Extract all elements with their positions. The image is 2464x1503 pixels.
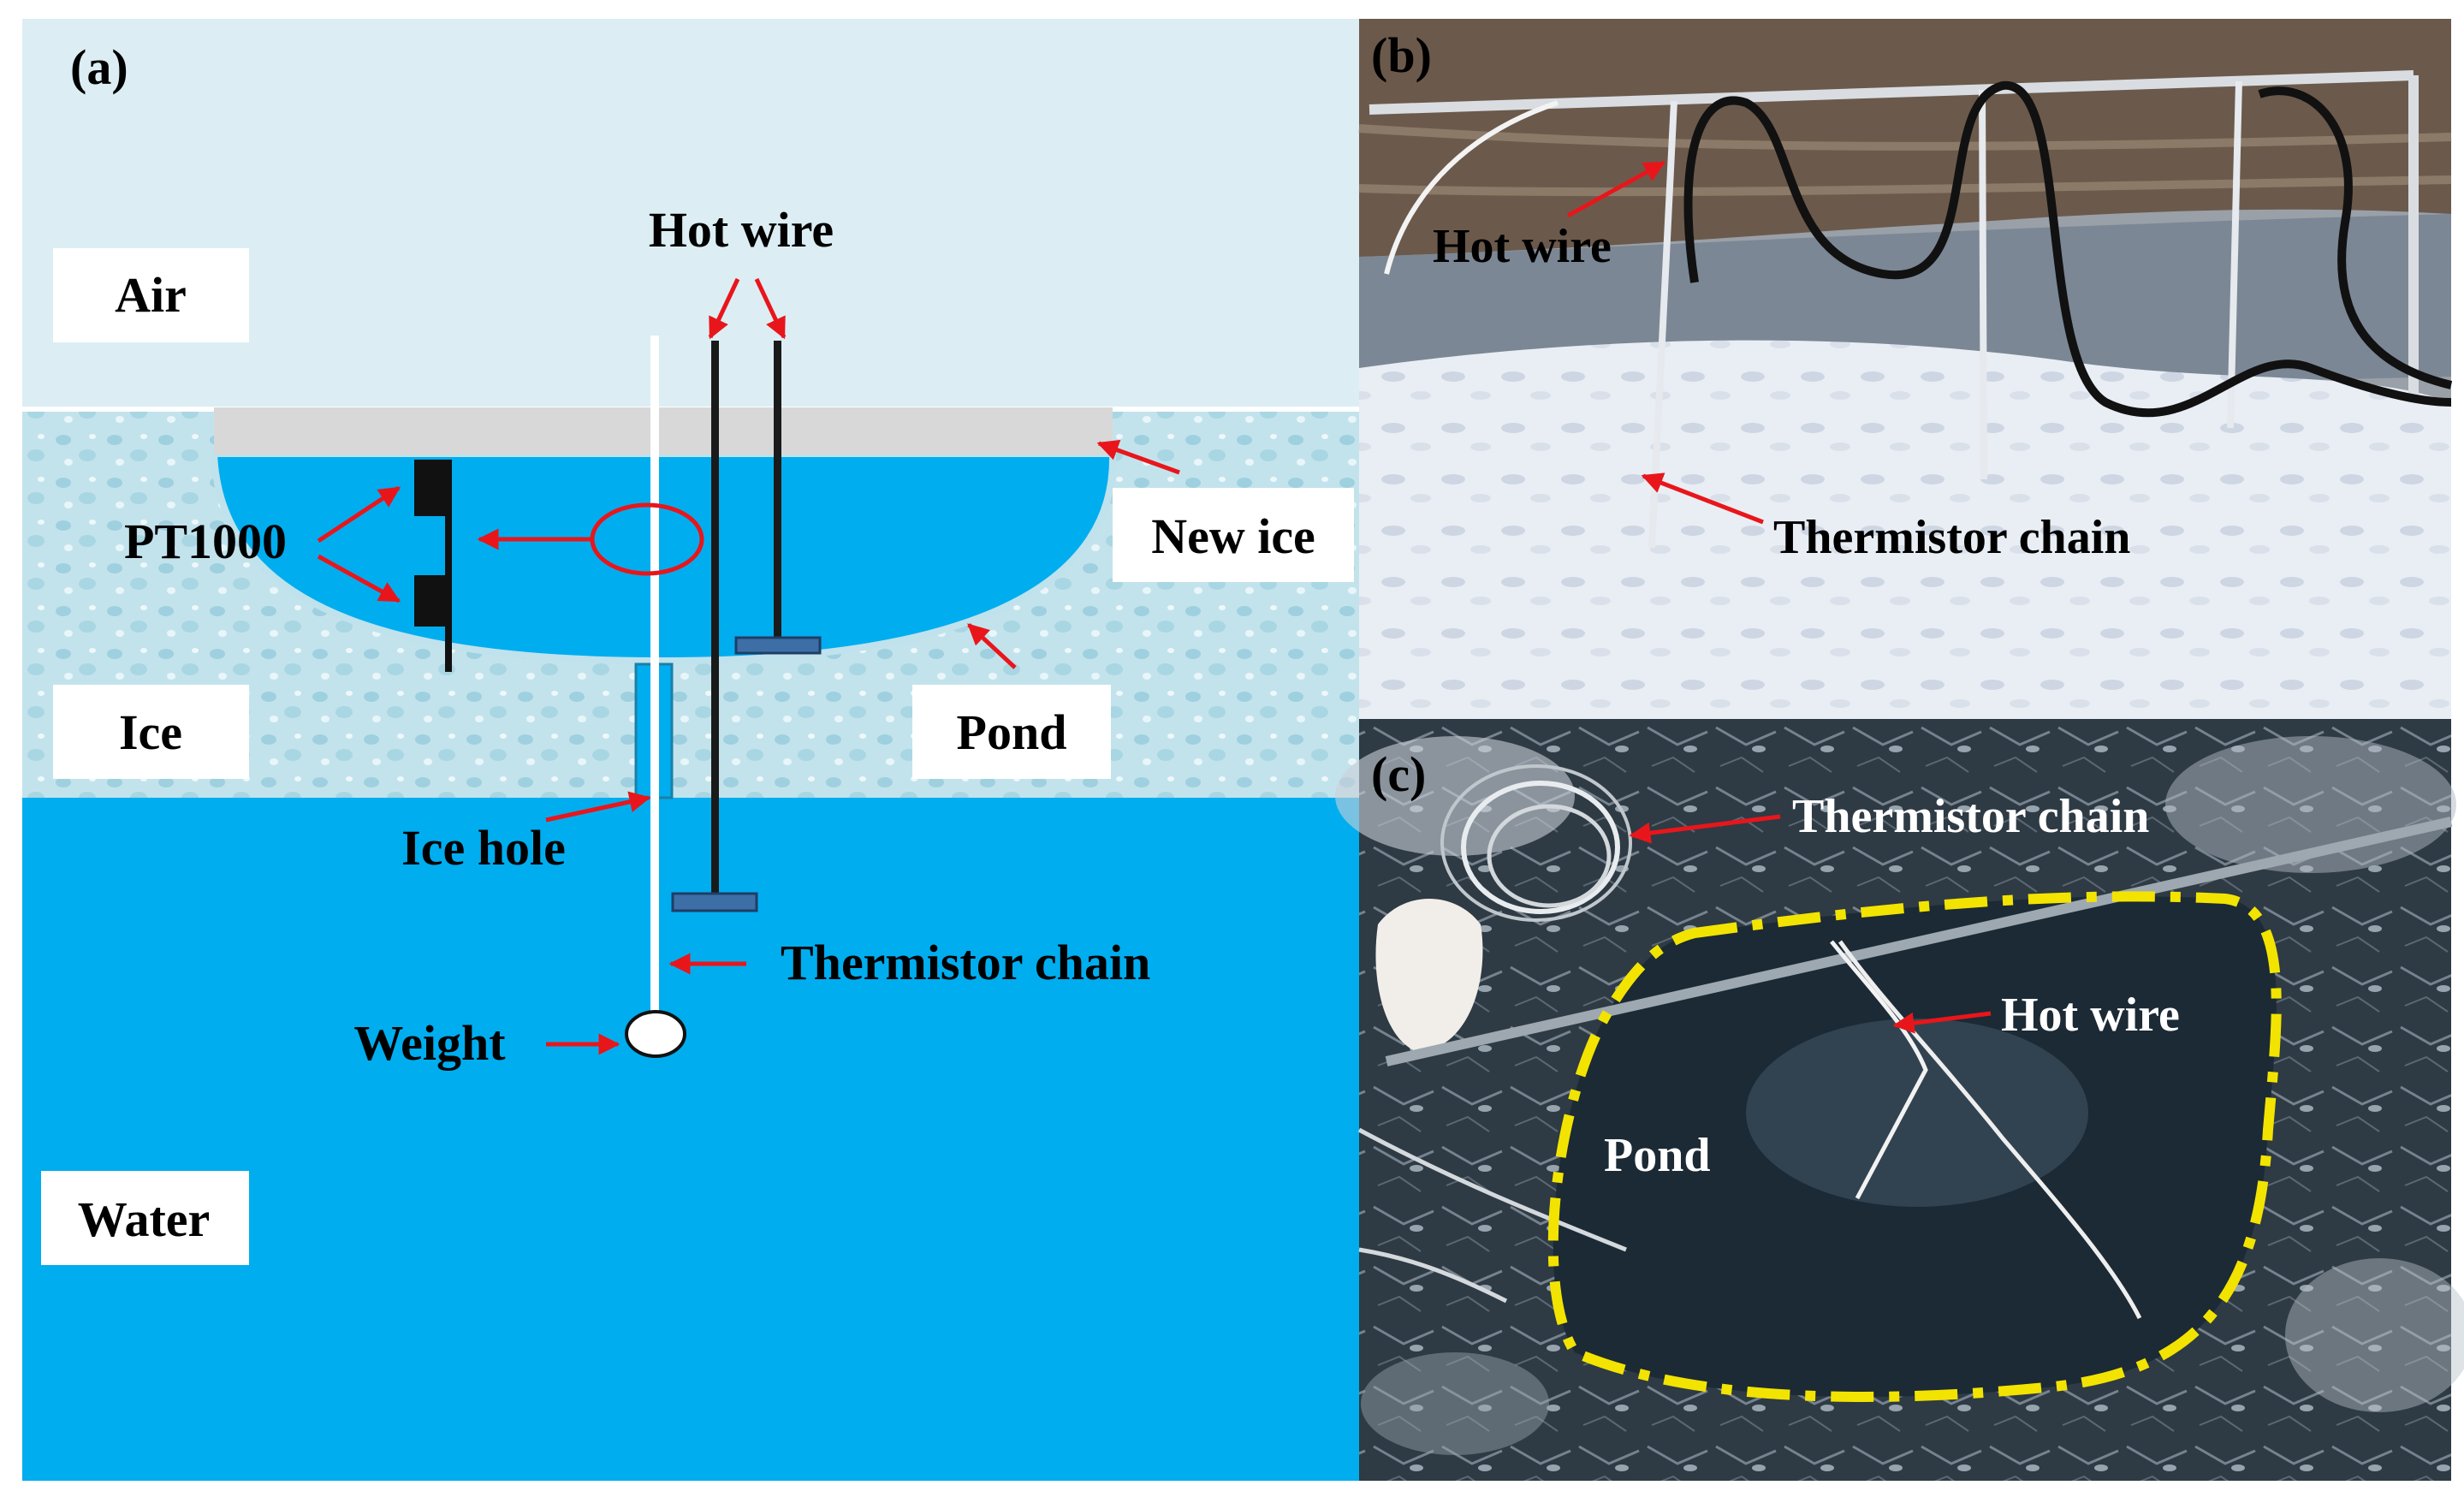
new-ice-label: New ice [1151, 508, 1315, 564]
thermistor-chain-line [650, 336, 659, 1031]
photo-c-frost-3 [2285, 1258, 2464, 1412]
pt1000-label: PT1000 [124, 514, 287, 569]
new-ice-arrow [1096, 439, 1180, 475]
photo-c-rod [1385, 817, 2453, 1066]
photo-c-bag [1375, 899, 1483, 1053]
photo-c-cable-coil-2 [1487, 804, 1612, 908]
photo-c-pond-outline [1547, 891, 2282, 1402]
pt1000-sensor-bottom [414, 575, 448, 627]
water-label: Water [78, 1191, 211, 1247]
photo-b-frame-bar [1369, 70, 2414, 115]
photo-c-hot-wire-label: Hot wire [2001, 989, 2180, 1042]
ice-hole-arrow [545, 791, 651, 823]
panel-c: (c) Thermistor chain Hot wire Pond [1335, 719, 2464, 1481]
ice-label: Ice [119, 704, 182, 760]
photo-b-white-wire [1384, 100, 1559, 275]
weight-label: Weight [353, 1015, 506, 1071]
photo-c-pond-label: Pond [1604, 1129, 1711, 1182]
hot-wire-arrow-right [754, 277, 787, 340]
panel-c-label: (c) [1371, 746, 1426, 802]
hot-wire-short [774, 341, 781, 640]
photo-b-hillside-strata [1358, 124, 2452, 197]
photo-b-cable-1 [1683, 80, 2452, 418]
weight-shape [625, 1010, 686, 1058]
pt1000-sensor-top [414, 460, 448, 516]
photo-b-hot-wire-label: Hot wire [1433, 220, 1612, 273]
water-label-box [41, 1171, 249, 1265]
photo-c-hot-wire-arrow [1892, 1011, 1992, 1034]
photo-c-frost-4 [1361, 1352, 1549, 1455]
photo-c-hot-wire-strand-2 [1838, 940, 2142, 1320]
photo-c-frost-1 [1335, 736, 1575, 856]
pond-arrow [967, 623, 1017, 669]
new-ice-label-box [1113, 488, 1354, 582]
photo-c-thermistor-chain-arrow [1629, 814, 1781, 844]
photo-b-pole-2 [1979, 89, 1987, 480]
photo-c-lower-cables [1357, 1127, 1627, 1304]
thermistor-chain-label: Thermistor chain [781, 935, 1150, 990]
photo-b-cable-2 [2258, 86, 2453, 389]
ice-label-box [53, 685, 249, 779]
new-ice-layer [214, 407, 1113, 454]
photo-b-thermistor-chain-label: Thermistor chain [1773, 511, 2130, 564]
air-layer [22, 19, 1361, 407]
photo-b-snow [1359, 340, 2451, 719]
photo-b-thermistor-chain-arrow [1641, 472, 1764, 525]
air-label-box [53, 248, 249, 342]
pt1000-arrow-top [317, 485, 401, 544]
panel-a: Air New ice Ice Pond Water (a) Hot wire … [22, 19, 1361, 1481]
ice-hole-label: Ice hole [401, 820, 566, 876]
hot-wire-short-plate [734, 636, 822, 655]
air-label: Air [115, 267, 187, 323]
photo-b-pole-3 [2227, 80, 2242, 429]
panel-b: (b) Hot wire Thermistor chain [1358, 19, 2453, 719]
photo-c-cable-coil-1 [1461, 781, 1620, 914]
pond-label: Pond [957, 704, 1067, 760]
photo-c-hot-wire-strand-1 [1830, 940, 1928, 1200]
photo-b-hot-wire-arrow [1566, 160, 1666, 218]
hot-wire-long-plate [671, 892, 758, 912]
panel-a-label: (a) [70, 39, 128, 95]
pt1000-arrow-bottom [317, 554, 401, 603]
panel-b-label: (b) [1371, 27, 1432, 83]
hot-wire-arrow-left [708, 277, 740, 340]
photo-c-thermistor-chain-label: Thermistor chain [1792, 790, 2149, 843]
hot-wire-label: Hot wire [649, 202, 834, 258]
pt1000-rod [445, 460, 452, 672]
pond-label-box [912, 685, 1111, 779]
photo-c-pond-reflection [1746, 1019, 2088, 1207]
hot-wire-long [711, 341, 719, 895]
